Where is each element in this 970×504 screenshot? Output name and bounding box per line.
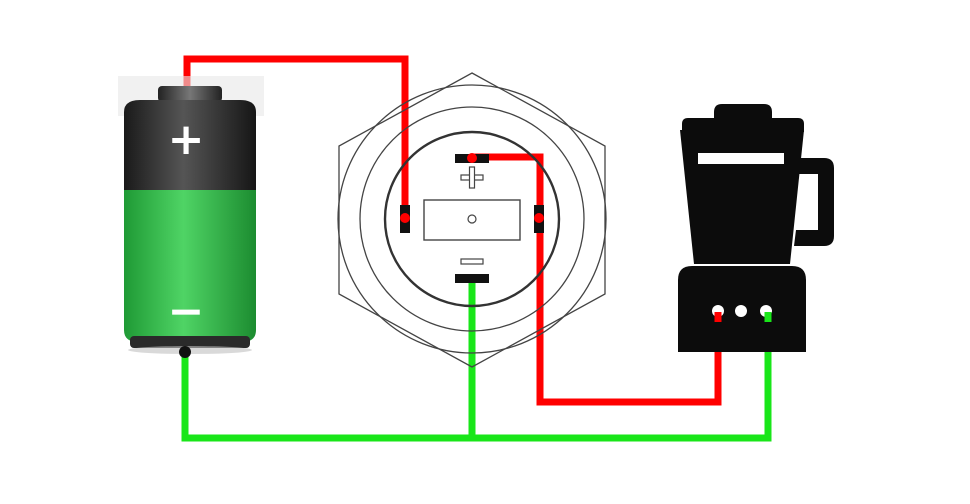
load-center-dot (735, 305, 747, 317)
switch-center-pin (467, 214, 477, 224)
switch-center-plate (423, 199, 521, 241)
negative-wire-battery-to-loop (181, 352, 472, 442)
blender-icon (678, 104, 834, 352)
battery-positive-terminal (158, 86, 222, 102)
battery-negative-terminal (179, 346, 191, 358)
switch-negative-terminal (455, 274, 489, 283)
positive-wire-battery-to-switch (183, 55, 409, 216)
battery-negative-label: − (168, 286, 205, 337)
battery-positive-label: + (168, 114, 205, 165)
switch-outer-ring (337, 84, 607, 354)
negative-wire-loop-to-load (472, 312, 772, 442)
switch-middle-ring (359, 106, 585, 332)
switch-inner-ring (383, 130, 561, 308)
switch-hex-nut (338, 72, 606, 368)
battery: + − (118, 76, 264, 358)
push-button-switch (337, 72, 607, 368)
battery-charge-level (124, 190, 256, 342)
wires (181, 55, 772, 442)
positive-wire-switch-to-load (472, 153, 722, 406)
switch-polarity-marks (460, 166, 484, 265)
battery-casing (124, 100, 256, 196)
switch-terminals (400, 153, 544, 283)
